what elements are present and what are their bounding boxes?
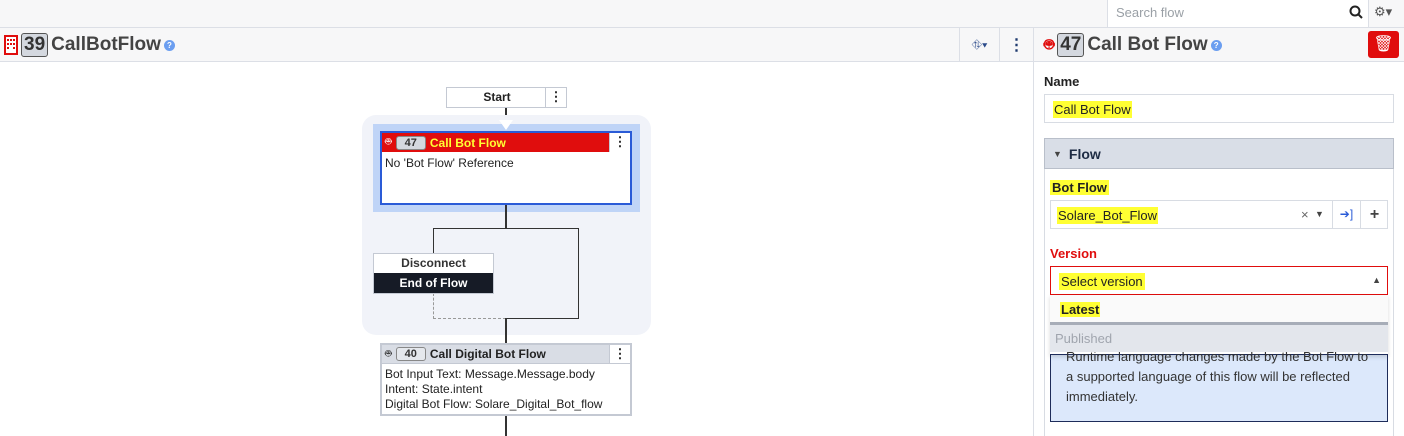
end-of-flow-label: End of Flow [374,273,493,293]
arrow-icon [499,120,513,130]
node-line: Bot Input Text: Message.Message.body [385,367,595,381]
bot-flow-label: Bot Flow [1050,180,1109,195]
search-placeholder: Search flow [1116,5,1184,20]
panel-header: 🤖︎ 47 Call Bot Flow ? 🗑︎ [1034,28,1404,62]
start-label: Start [483,90,511,104]
caret-down-icon: ▼ [1053,148,1062,159]
call-digital-bot-flow-node[interactable]: 🤖︎ 40 Call Digital Bot Flow ⋮ Bot Input … [380,343,632,416]
help-icon[interactable]: ? [163,39,175,51]
option-label: Published [1055,331,1113,346]
bot-flow-select[interactable]: Solare_Bot_Flow × ▼ ➔] + [1050,200,1388,229]
info-box: Runtime language changes made by the Bot… [1050,349,1388,422]
layout-menu-button[interactable]: ⛗▾ [959,28,999,62]
version-dropdown: Latest Published [1050,295,1388,355]
version-option-published[interactable]: Published [1050,325,1388,352]
trash-icon: 🗑︎ [1373,36,1394,53]
sign-in-icon: ➔] [1339,207,1354,221]
name-input[interactable]: Call Bot Flow [1044,94,1394,123]
start-node[interactable]: Start ⋮ [446,87,567,108]
info-line: Runtime language changes made by the Bot… [1066,349,1369,364]
search-icon[interactable] [1349,5,1363,19]
help-icon[interactable]: ? [1210,39,1222,51]
robot-icon: 🤖︎ [1044,35,1055,54]
node-title: Call Digital Bot Flow [429,347,546,361]
version-select[interactable]: Select version ▲ [1050,266,1388,295]
disconnect-node[interactable]: Disconnect End of Flow [373,253,494,294]
node-line: Intent: State.intent [385,382,483,396]
flow-id-badge: 39 [21,33,49,57]
gear-icon[interactable]: ⚙▾ [1374,4,1393,19]
robot-icon: 🤖︎ [385,347,392,360]
bot-flow-value: Solare_Bot_Flow [1057,207,1158,224]
name-label: Name [1044,74,1080,89]
node-id-badge: 47 [395,135,426,150]
info-line: immediately. [1066,389,1139,404]
more-options-button[interactable]: ⋮ [999,28,1033,62]
flow-header: 39 CallBotFlow ? [0,28,1033,62]
caret-down-icon[interactable]: ▼ [1315,209,1324,219]
robot-icon: 🤖︎ [385,136,392,148]
clear-icon[interactable]: × [1301,207,1309,222]
version-label: Version [1050,246,1097,261]
option-label: Latest [1060,302,1101,317]
start-menu-icon[interactable]: ⋮ [545,88,566,107]
open-flow-button[interactable]: ➔] [1332,201,1360,228]
call-bot-flow-node[interactable]: 🤖︎ 47 Call Bot Flow ⋮ No 'Bot Flow' Refe… [380,131,632,205]
search-input[interactable]: Search flow [1107,0,1369,27]
version-option-latest[interactable]: Latest [1050,295,1388,325]
plus-icon: + [1369,206,1380,223]
panel-id-badge: 47 [1057,33,1085,57]
hierarchy-icon: ⛗▾ [971,37,988,52]
node-body: No 'Bot Flow' Reference [385,156,514,170]
node-menu-icon[interactable]: ⋮ [609,133,630,152]
name-value: Call Bot Flow [1053,101,1132,118]
disconnect-label: Disconnect [374,254,493,273]
panel-title: Call Bot Flow [1087,34,1208,55]
building-icon [4,35,18,55]
delete-button[interactable]: 🗑︎ [1368,31,1399,58]
node-id-badge: 40 [395,347,426,361]
section-title: Flow [1068,145,1101,162]
add-flow-button[interactable]: + [1360,201,1388,228]
version-placeholder: Select version [1059,273,1145,290]
node-title: Call Bot Flow [429,135,506,150]
caret-up-icon: ▲ [1372,275,1381,285]
info-line: a supported language of this flow will b… [1066,369,1351,384]
node-line: Digital Bot Flow: Solare_Digital_Bot_flo… [385,397,603,411]
flow-section-header[interactable]: ▼ Flow [1044,138,1394,169]
node-menu-icon[interactable]: ⋮ [609,345,630,363]
flow-title: CallBotFlow [51,34,161,55]
